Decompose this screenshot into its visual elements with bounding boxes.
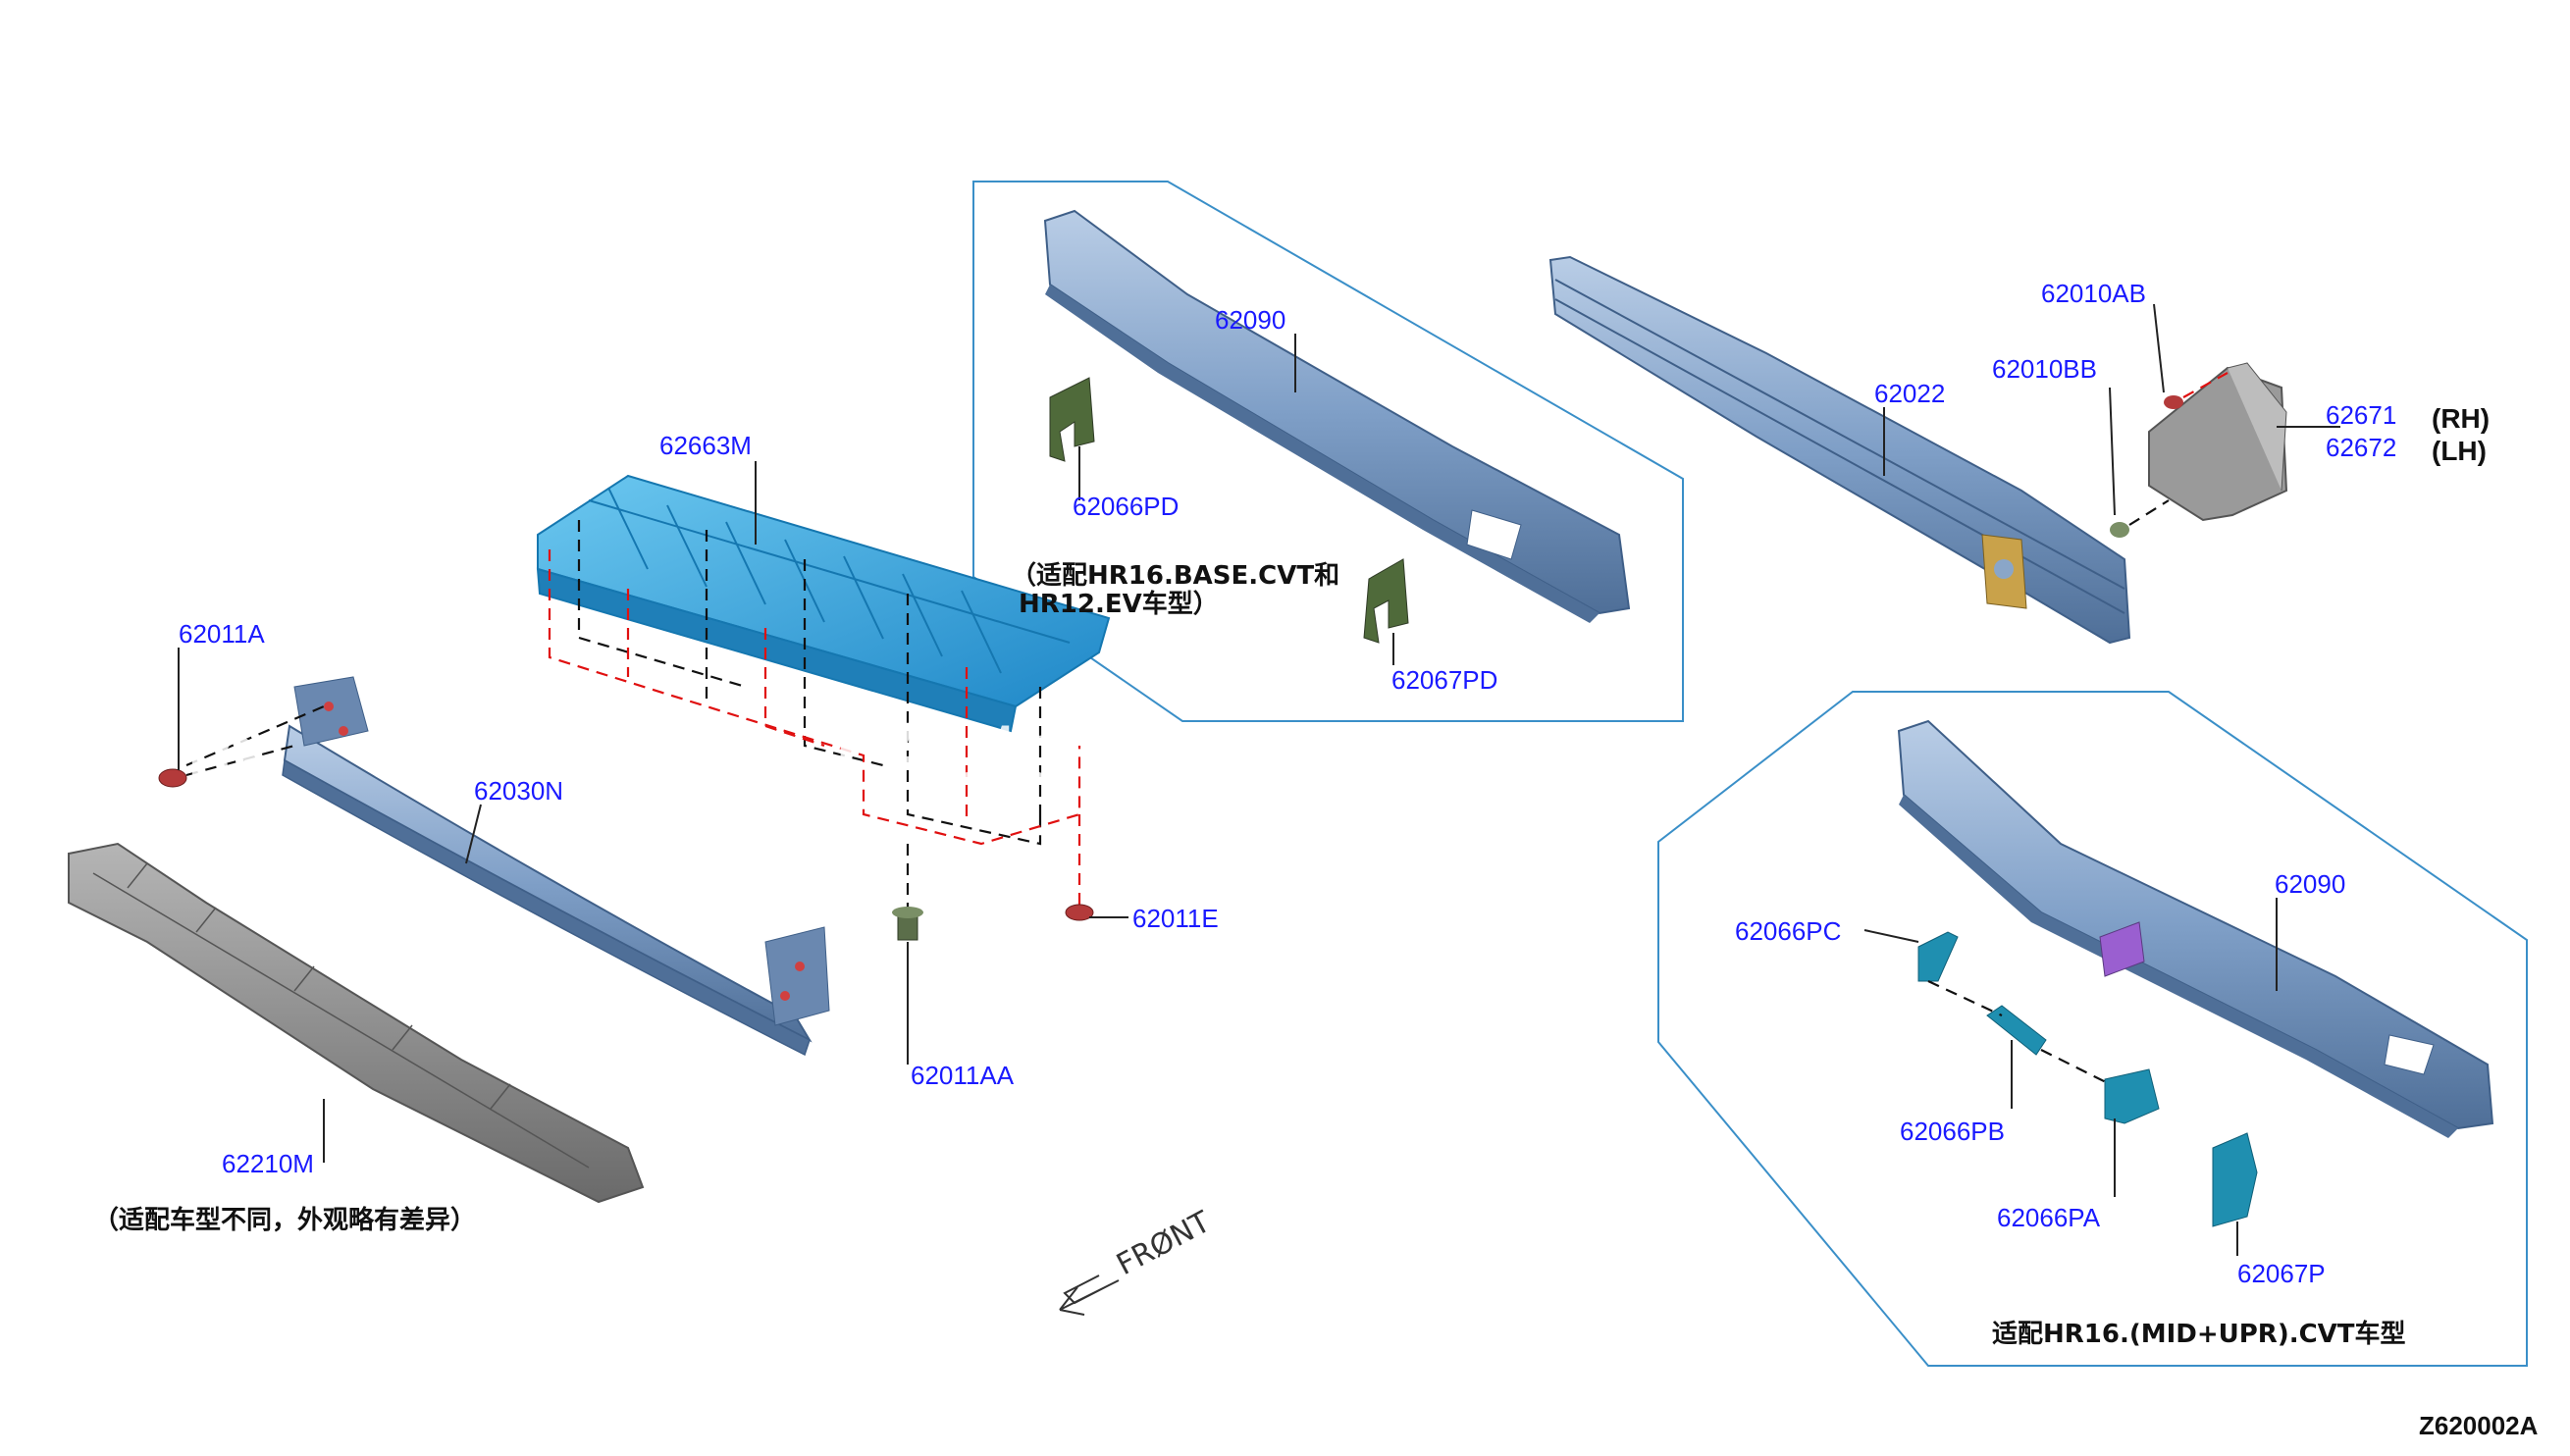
part-number-62090-top: 62090 <box>1215 305 1285 335</box>
note-variant-appearance: （适配车型不同，外观略有差异） <box>93 1205 476 1235</box>
beam-62022 <box>1548 255 2131 645</box>
clip-62011E <box>1065 904 1094 921</box>
side-rh-label: (RH) <box>2432 403 2490 434</box>
spacer-62066PC <box>1917 931 1959 982</box>
bracket-62067PD <box>1363 558 1409 644</box>
spacer-62066PA <box>2104 1068 2160 1124</box>
part-number-62090-bottom: 62090 <box>2275 869 2345 899</box>
part-number-62010BB: 62010BB <box>1992 354 2097 384</box>
energy-absorber-62663M <box>536 474 1111 733</box>
part-number-62671: 62671 <box>2326 400 2396 430</box>
bracket-62671-62672 <box>2110 362 2288 538</box>
part-number-62010AB: 62010AB <box>2041 279 2146 308</box>
part-number-62030N: 62030N <box>474 776 563 806</box>
part-number-62011AA: 62011AA <box>911 1061 1015 1090</box>
bracket-62067P <box>2212 1132 2258 1227</box>
spacer-assembly-line <box>1927 980 2111 1085</box>
part-number-62066PA: 62066PA <box>1997 1203 2101 1232</box>
reinforcement-62090-bottom <box>1897 719 2494 1138</box>
front-label: FRØNT <box>1111 1205 1217 1282</box>
part-number-62011A: 62011A <box>179 619 265 649</box>
watermark-fragment-2: t Auto <box>834 705 1069 798</box>
part-number-62067P: 62067P <box>2237 1259 2326 1288</box>
clip-62011AA <box>892 907 923 941</box>
part-number-62022: 62022 <box>1874 379 1945 408</box>
part-number-62067PD: 62067PD <box>1391 665 1497 695</box>
part-number-62066PD: 62066PD <box>1073 492 1179 521</box>
part-number-62663M: 62663M <box>659 431 752 460</box>
side-lh-label: (LH) <box>2432 436 2487 466</box>
front-direction-indicator: FRØNT <box>1059 1205 1217 1316</box>
note-base-cvt-line2: HR12.EV车型） <box>1019 589 1219 619</box>
leader-lines <box>178 303 2340 1256</box>
bracket-62066PD <box>1049 377 1095 462</box>
note-mid-upr: 适配HR16.(MID+UPR).CVT车型 <box>1992 1319 2406 1349</box>
diagram-code: Z620002A <box>2419 1411 2539 1440</box>
part-number-62011E: 62011E <box>1132 904 1219 933</box>
note-base-cvt-line1: （适配HR16.BASE.CVT和 <box>1011 561 1339 591</box>
part-number-62210M: 62210M <box>222 1149 314 1178</box>
bolt-62011A <box>158 704 325 788</box>
absorber-fastener-lines <box>548 520 1081 917</box>
spacer-62066PB <box>1986 1005 2047 1056</box>
part-number-62066PC: 62066PC <box>1735 916 1841 946</box>
reinforcement-62090-top <box>1043 209 1631 623</box>
part-number-62672: 62672 <box>2326 433 2396 462</box>
absorber-62210M <box>68 842 645 1204</box>
part-number-62066PB: 62066PB <box>1900 1117 2005 1146</box>
frame-base-cvt <box>972 181 1684 722</box>
watermark-fragment-1: fe <box>184 705 258 798</box>
bumper-beam-62030N <box>282 676 830 1057</box>
frame-mid-upr <box>1657 691 2528 1367</box>
